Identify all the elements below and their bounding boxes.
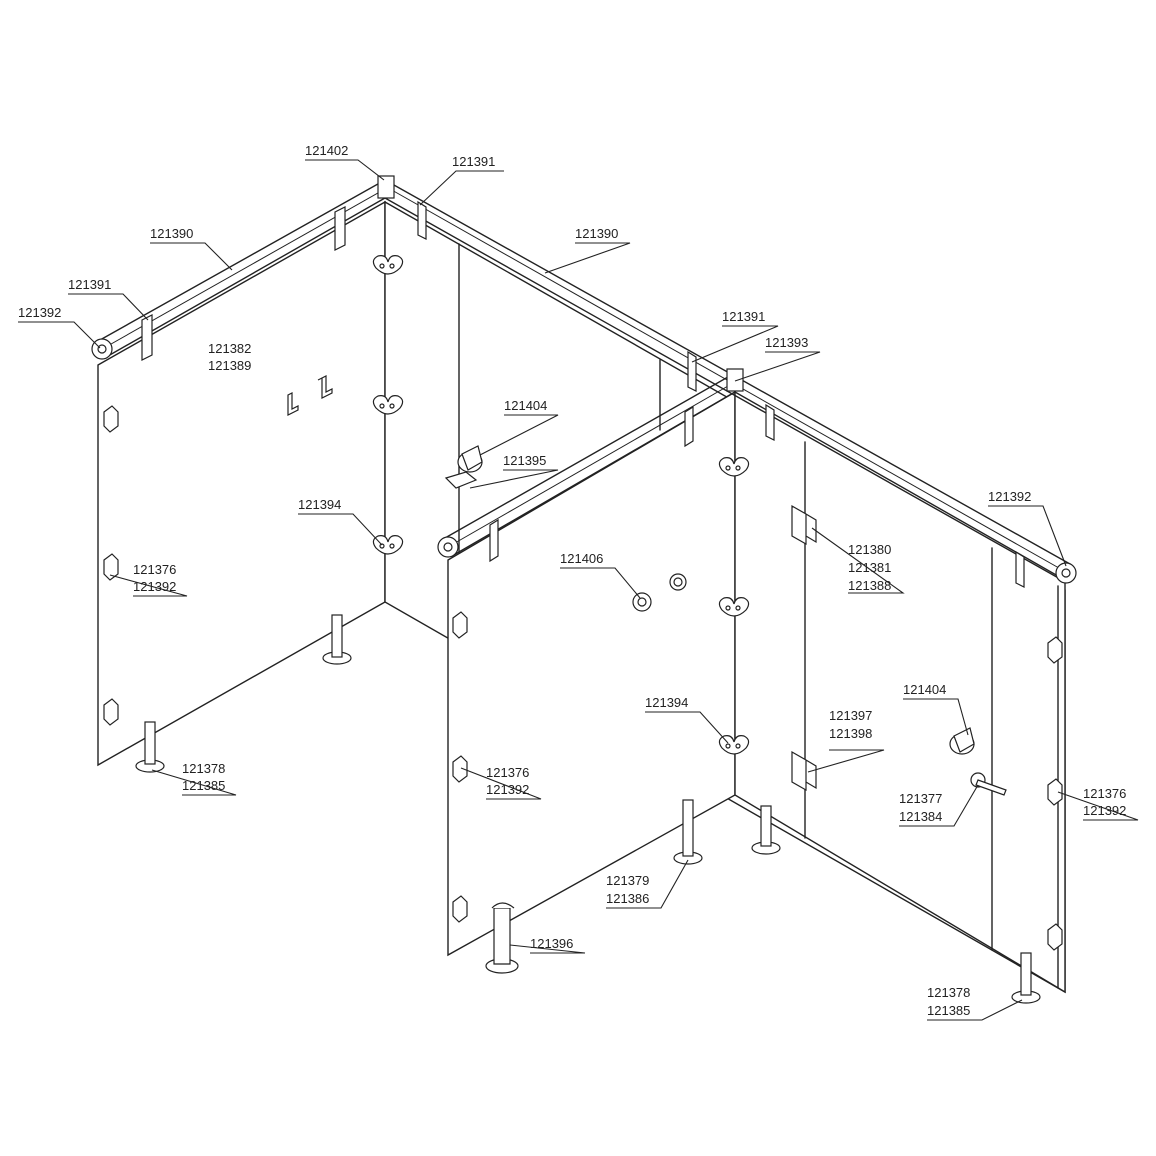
foot-front-left [485, 902, 519, 974]
callout-121376-a: 121376 121392 [133, 562, 180, 594]
callout-121404-a: 121404 [504, 398, 547, 413]
wall-clip-right-1 [1047, 636, 1063, 664]
callout-121391-b: 121391 [68, 277, 111, 292]
panel-brackets [103, 255, 1063, 951]
callout-121378-b: 121378 121385 [927, 985, 974, 1018]
callout-121382: 121382 121389 [208, 341, 255, 373]
callout-121378-a: 121378 121385 [182, 761, 229, 793]
wall-clip-left-3 [103, 698, 119, 726]
foot-front-center [673, 799, 703, 865]
callout-121391-a: 121391 [452, 154, 495, 169]
callout-121406: 121406 [560, 551, 603, 566]
clip-5 [684, 405, 694, 448]
coat-hook-rear [444, 471, 478, 489]
callout-121393: 121393 [765, 335, 808, 350]
corner-connector [377, 175, 395, 199]
wall-clip-right-3 [1047, 923, 1063, 951]
clip-6 [765, 403, 775, 441]
headrail-front-top [444, 372, 736, 539]
corner-bracket-top [372, 255, 404, 275]
callout-121390-b: 121390 [575, 226, 618, 241]
headrail-left-top [99, 179, 386, 341]
callout-121394-a: 121394 [298, 497, 341, 512]
headrail-brackets [141, 200, 1025, 588]
wall-clip-front-1 [452, 611, 468, 639]
callout-labels: 121402 121391 121390 121390 121391 12139… [18, 143, 1130, 1018]
callout-121376-c: 121376 121392 [1083, 786, 1130, 818]
callout-121392-b: 121392 [988, 489, 1031, 504]
callout-121402: 121402 [305, 143, 348, 158]
clip-4 [687, 350, 697, 392]
clip-7 [489, 518, 499, 563]
clip-2 [334, 206, 346, 251]
foot-mid [751, 805, 781, 855]
hardware [287, 375, 1007, 796]
panels [97, 200, 1066, 994]
clip-1 [141, 314, 153, 361]
tee-bracket-mid [718, 597, 750, 617]
clip-8 [1015, 550, 1025, 588]
double-hook [632, 573, 687, 612]
wall-clip-front-2 [452, 755, 468, 783]
callout-121380: 121380 121381 121388 [848, 542, 895, 593]
callout-121397: 121397 121398 [829, 708, 876, 741]
corner-bracket-low [372, 535, 404, 555]
door-latch [970, 772, 1007, 796]
clip-3 [417, 200, 427, 240]
callout-121396: 121396 [530, 936, 573, 951]
callout-121395: 121395 [503, 453, 546, 468]
leader-lines [18, 159, 1139, 1021]
front-right-panel [734, 390, 1066, 994]
foot-right [1011, 952, 1041, 1004]
door-bumper-rear [457, 445, 483, 473]
callout-121404-b: 121404 [903, 682, 946, 697]
wall-clip-left-1 [103, 405, 119, 433]
callout-121392-a: 121392 [18, 305, 61, 320]
coat-hook-1 [287, 392, 299, 416]
callout-121390-a: 121390 [150, 226, 193, 241]
callout-121376-b: 121376 121392 [486, 765, 533, 797]
foot-rear-center [322, 614, 352, 665]
callout-121379: 121379 121386 [606, 873, 653, 906]
tee-connector [726, 368, 744, 392]
coat-hook-2 [321, 375, 333, 399]
callout-121377: 121377 121384 [899, 791, 946, 824]
wall-clip-left-2 [103, 553, 119, 581]
pedestals [135, 614, 1041, 1004]
rear-left-panel [97, 200, 386, 767]
wall-clip-front-3 [452, 895, 468, 923]
hinge-bottom [791, 750, 817, 792]
callout-121394-b: 121394 [645, 695, 688, 710]
tee-bracket-top [718, 457, 750, 477]
foot-left [135, 721, 165, 773]
callout-121391-c: 121391 [722, 309, 765, 324]
corner-bracket-mid [372, 395, 404, 415]
wall-clip-right-2 [1047, 778, 1063, 806]
door-bumper-front [949, 727, 975, 755]
